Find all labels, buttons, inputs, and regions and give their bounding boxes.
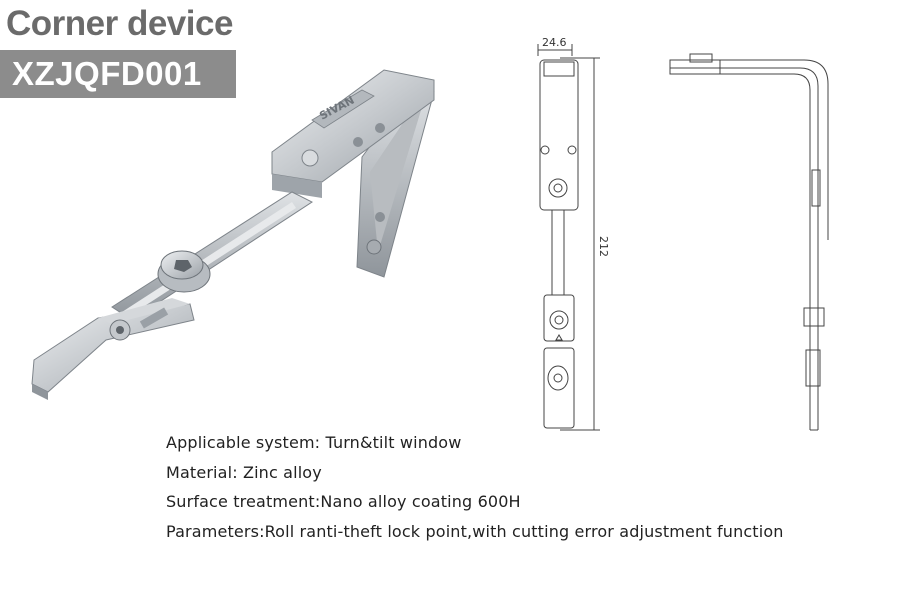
side-view-drawing [669, 53, 829, 431]
spec-surface-treatment: Surface treatment:Nano alloy coating 600… [166, 492, 521, 511]
front-view-drawing: 24.6 212 [537, 36, 610, 431]
spec-parameters: Parameters:Roll ranti-theft lock point,w… [166, 521, 784, 541]
width-dimension-label: 24.6 [542, 36, 567, 49]
model-code-badge: XZJQFD001 [0, 50, 236, 98]
product-photo: SIVAN [31, 69, 435, 400]
product-title: Corner device [6, 4, 233, 43]
height-dimension-label: 212 [597, 236, 610, 257]
spec-applicable-system: Applicable system: Turn&tilt window [166, 433, 462, 452]
spec-material: Material: Zinc alloy [166, 462, 322, 482]
spec-list: Applicable system: Turn&tilt window Mate… [166, 428, 784, 546]
